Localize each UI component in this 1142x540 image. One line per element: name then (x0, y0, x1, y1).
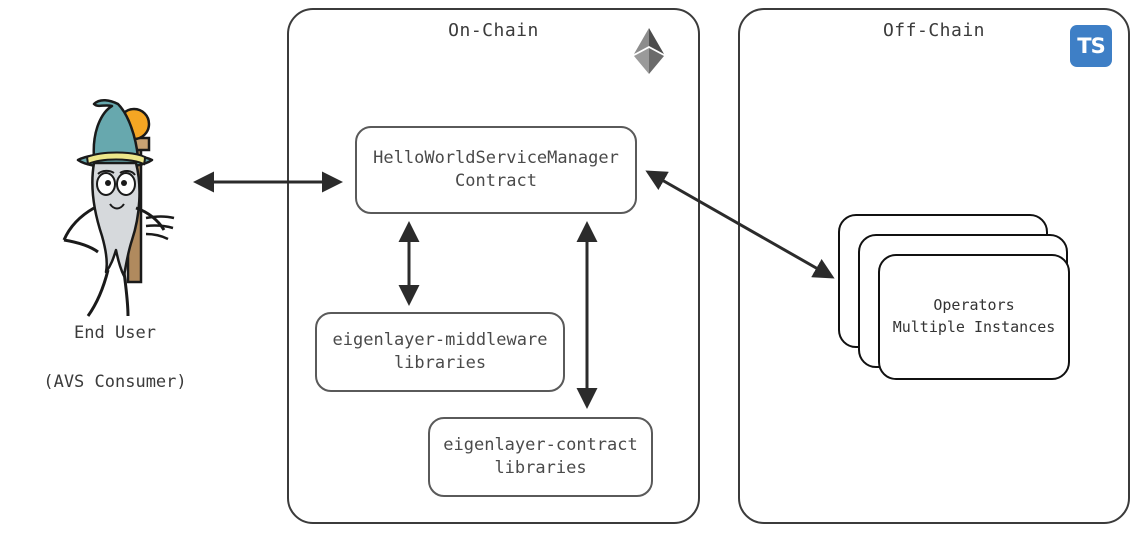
panel-on-chain-title: On-Chain (448, 20, 539, 41)
end-user-label-line1: End User (74, 322, 156, 343)
end-user-label-line2: (AVS Consumer) (43, 371, 187, 392)
node-contract-libraries[interactable]: eigenlayer-contract libraries (428, 417, 653, 497)
node-middleware-libraries[interactable]: eigenlayer-middleware libraries (315, 312, 565, 392)
node-service-manager[interactable]: HelloWorldServiceManager Contract (355, 126, 637, 214)
operators-line2: Multiple Instances (892, 318, 1056, 336)
panel-off-chain-title: Off-Chain (882, 20, 986, 41)
ethereum-icon (633, 27, 665, 75)
operators-stack-front[interactable]: Operators Multiple Instances (878, 254, 1070, 380)
node-middleware-line2: libraries (393, 353, 487, 373)
operators-line1: Operators (933, 296, 1015, 315)
node-contract-libs-line1: eigenlayer-contract (443, 435, 638, 456)
node-middleware-line1: eigenlayer-middleware (332, 330, 548, 351)
typescript-icon: TS (1070, 25, 1112, 67)
node-service-manager-line2: Contract (455, 171, 537, 191)
node-service-manager-line1: HelloWorldServiceManager (373, 148, 619, 169)
end-user-label: End User (AVS Consumer) (0, 296, 230, 419)
node-contract-libs-line2: libraries (494, 458, 587, 478)
